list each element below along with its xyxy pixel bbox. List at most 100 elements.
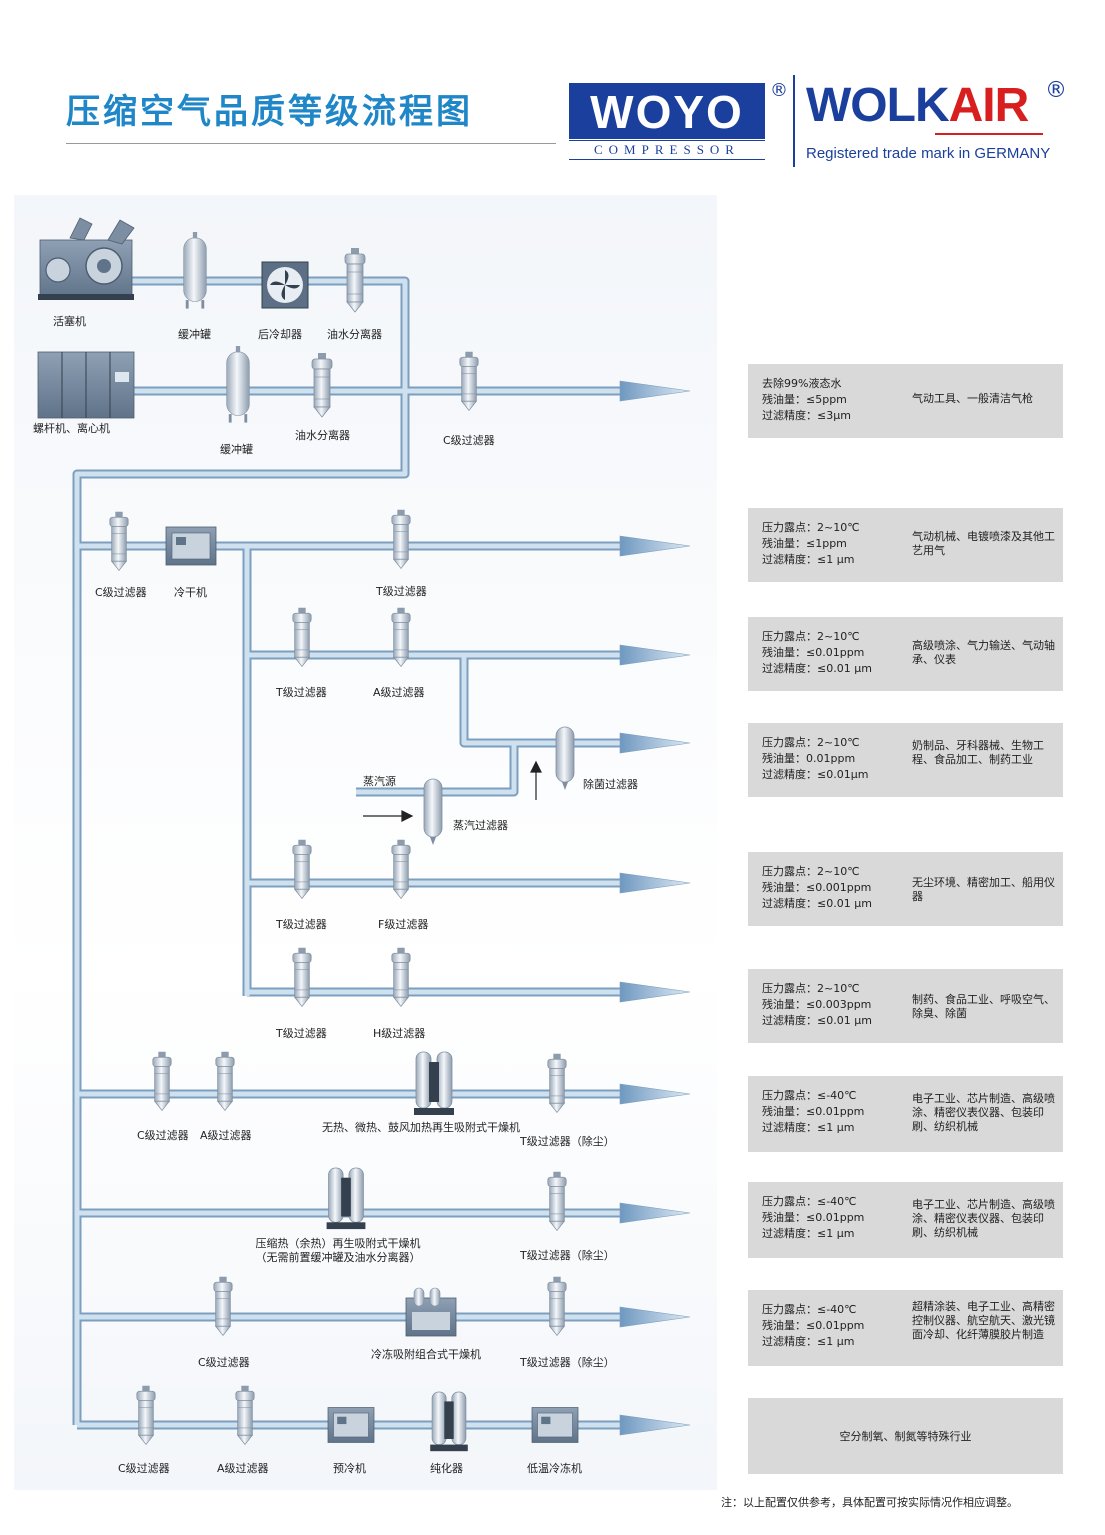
quality-box-application: 超精涂装、电子工业、高精密控制仪器、航空航天、激光镜面冷却、化纤薄膜胶片制造 bbox=[912, 1300, 1055, 1341]
title-divider bbox=[66, 143, 556, 144]
c-filter-icon bbox=[136, 1385, 156, 1445]
label-c-filter: C级过滤器 bbox=[443, 434, 495, 447]
output-arrow bbox=[619, 535, 691, 557]
registered-mark: ® bbox=[770, 80, 788, 101]
label-buffer-tank: 缓冲罐 bbox=[178, 328, 211, 341]
label-t-filter: T级过滤器 bbox=[276, 1027, 327, 1040]
quality-box-spec: 压力露点：≤-40℃ 残油量：≤0.01ppm 过滤精度：≤1 μm bbox=[762, 1194, 864, 1242]
spec-line: 过滤精度：≤0.01 μm bbox=[762, 662, 872, 675]
low-temp-refrigerator-icon bbox=[531, 1407, 579, 1443]
label-steam-filter: 蒸汽过滤器 bbox=[453, 819, 508, 832]
buffer-tank-icon bbox=[183, 231, 207, 310]
quality-box-application: 无尘环境、精密加工、船用仪器 bbox=[912, 876, 1055, 903]
c-filter-icon bbox=[152, 1051, 172, 1111]
output-arrow bbox=[619, 981, 691, 1003]
spec-line: 残油量：≤1ppm bbox=[762, 537, 847, 550]
label-precooler: 预冷机 bbox=[333, 1462, 366, 1475]
quality-box: 去除99%液态水 残油量：≤5ppm 过滤精度：≤3μm 气动工具、一般清洁气枪 bbox=[748, 364, 1063, 438]
label-low-temp: 低温冷冻机 bbox=[527, 1462, 582, 1475]
woyo-logo-text: WOYO bbox=[590, 86, 744, 138]
wolkair-logo-part1: WOLK bbox=[806, 79, 950, 132]
wolkair-subtitle: Registered trade mark in GERMANY bbox=[806, 145, 1051, 162]
quality-box-spec: 压力露点：2~10℃ 残油量：≤0.001ppm 过滤精度：≤0.01 μm bbox=[762, 864, 872, 912]
woyo-logo: WOYO bbox=[569, 83, 765, 139]
output-arrow bbox=[619, 872, 691, 894]
spec-line: 过滤精度：≤3μm bbox=[762, 409, 851, 422]
label-screw: 螺杆机、离心机 bbox=[33, 422, 110, 435]
spec-line: 过滤精度：≤1 μm bbox=[762, 1335, 855, 1348]
label-h-filter: H级过滤器 bbox=[373, 1027, 426, 1040]
label-oil-water-sep: 油水分离器 bbox=[327, 328, 382, 341]
registered-mark-2: ® bbox=[1045, 78, 1067, 103]
output-arrow bbox=[619, 1202, 691, 1224]
spec-line: 残油量：≤0.001ppm bbox=[762, 881, 872, 894]
spec-line: 压力露点：≤-40℃ bbox=[762, 1303, 857, 1316]
spec-line: 过滤精度：≤1 μm bbox=[762, 1121, 855, 1134]
footnote: 注：以上配置仅供参考，具体配置可按实际情况作相应调整。 bbox=[721, 1496, 1018, 1509]
label-oil-water-sep-2: 油水分离器 bbox=[295, 429, 350, 442]
output-arrow bbox=[619, 1083, 691, 1105]
buffer-tank-2-icon bbox=[226, 345, 250, 424]
spec-line: 残油量：≤0.01ppm bbox=[762, 1319, 865, 1332]
logo-divider bbox=[793, 75, 795, 167]
quality-box: 压力露点：2~10℃ 残油量：≤1ppm 过滤精度：≤1 μm 气动机械、电镀喷… bbox=[748, 508, 1063, 582]
a-filter-icon bbox=[391, 607, 411, 667]
spec-line: 过滤精度：≤0.01 μm bbox=[762, 1014, 872, 1027]
quality-box-spec: 压力露点：≤-40℃ 残油量：≤0.01ppm 过滤精度：≤1 μm bbox=[762, 1088, 864, 1136]
output-arrow bbox=[619, 1414, 691, 1436]
spec-line: 残油量：≤0.01ppm bbox=[762, 1211, 865, 1224]
label-c-filter: C级过滤器 bbox=[198, 1356, 250, 1369]
purifier-icon bbox=[429, 1391, 469, 1452]
oil-water-separator-icon bbox=[344, 247, 366, 313]
quality-box-application: 气动工具、一般清洁气枪 bbox=[912, 392, 1033, 405]
wolkair-logo-part2: AIR bbox=[948, 79, 1030, 132]
quality-box-application: 电子工业、芯片制造、高级喷涂、精密仪表仪器、包装印刷、纺织机械 bbox=[912, 1092, 1055, 1133]
quality-box-application: 制药、食品工业、呼吸空气、除臭、除菌 bbox=[912, 993, 1055, 1020]
c-filter-icon bbox=[213, 1276, 233, 1336]
quality-box-application: 奶制品、牙科器械、生物工程、食品加工、制药工业 bbox=[912, 739, 1044, 766]
spec-line: 压力露点：2~10℃ bbox=[762, 521, 860, 534]
spec-line: 残油量：≤0.01ppm bbox=[762, 1105, 865, 1118]
precooler-icon bbox=[327, 1407, 375, 1443]
quality-box-application: 高级喷涂、气力输送、气动轴承、仪表 bbox=[912, 639, 1055, 666]
spec-line: 压力露点：2~10℃ bbox=[762, 865, 860, 878]
spec-line: 压力露点：2~10℃ bbox=[762, 982, 860, 995]
piston-compressor-icon bbox=[38, 217, 135, 300]
spec-line: 压力露点：2~10℃ bbox=[762, 736, 860, 749]
label-dryer: 冷干机 bbox=[174, 586, 207, 599]
quality-box: 压力露点：≤-40℃ 残油量：≤0.01ppm 过滤精度：≤1 μm 电子工业、… bbox=[748, 1182, 1063, 1258]
page-title: 压缩空气品质等级流程图 bbox=[66, 92, 473, 132]
label-buffer-tank-2: 缓冲罐 bbox=[220, 443, 253, 456]
quality-box-spec: 去除99%液态水 残油量：≤5ppm 过滤精度：≤3μm bbox=[762, 376, 851, 424]
quality-box-special: 空分制氧、制氮等特殊行业 bbox=[748, 1398, 1063, 1474]
quality-box: 压力露点：2~10℃ 残油量：≤0.001ppm 过滤精度：≤0.01 μm 无… bbox=[748, 852, 1063, 926]
c-filter-icon bbox=[459, 351, 479, 411]
t-filter-icon bbox=[292, 607, 312, 667]
quality-box-spec: 压力露点：2~10℃ 残油量：≤1ppm 过滤精度：≤1 μm bbox=[762, 520, 860, 568]
woyo-logo-subtitle: COMPRESSOR bbox=[569, 140, 765, 160]
label-f-filter: F级过滤器 bbox=[378, 918, 429, 931]
h-filter-icon bbox=[391, 947, 411, 1007]
combo-dryer-icon bbox=[405, 1287, 457, 1337]
spec-line: 残油量：≤5ppm bbox=[762, 393, 847, 406]
spec-line: 残油量：0.01ppm bbox=[762, 752, 856, 765]
a-filter-icon bbox=[235, 1385, 255, 1445]
flow-up-arrow-icon bbox=[530, 760, 542, 800]
label-t-filter-dust: T级过滤器（除尘） bbox=[520, 1135, 615, 1148]
quality-box: 压力露点：≤-40℃ 残油量：≤0.01ppm 过滤精度：≤1 μm 电子工业、… bbox=[748, 1076, 1063, 1152]
spec-line: 去除99%液态水 bbox=[762, 377, 842, 390]
label-a-filter: A级过滤器 bbox=[217, 1462, 269, 1475]
quality-box-spec: 压力露点：≤-40℃ 残油量：≤0.01ppm 过滤精度：≤1 μm bbox=[762, 1302, 864, 1350]
t-filter-icon bbox=[391, 509, 411, 569]
output-arrow bbox=[619, 1306, 691, 1328]
label-combo-dryer: 冷冻吸附组合式干燥机 bbox=[371, 1348, 481, 1361]
quality-box: 压力露点：2~10℃ 残油量：≤0.003ppm 过滤精度：≤0.01 μm 制… bbox=[748, 969, 1063, 1043]
spec-line: 残油量：≤0.003ppm bbox=[762, 998, 872, 1011]
label-aftercooler: 后冷却器 bbox=[258, 328, 302, 341]
quality-box: 压力露点：2~10℃ 残油量：≤0.01ppm 过滤精度：≤0.01 μm 高级… bbox=[748, 617, 1063, 691]
quality-box-special-text: 空分制氧、制氮等特殊行业 bbox=[839, 1430, 972, 1443]
label-t-filter: T级过滤器 bbox=[376, 585, 427, 598]
output-arrow bbox=[619, 732, 691, 754]
quality-box: 压力露点：≤-40℃ 残油量：≤0.01ppm 过滤精度：≤1 μm 超精涂装、… bbox=[748, 1290, 1063, 1366]
